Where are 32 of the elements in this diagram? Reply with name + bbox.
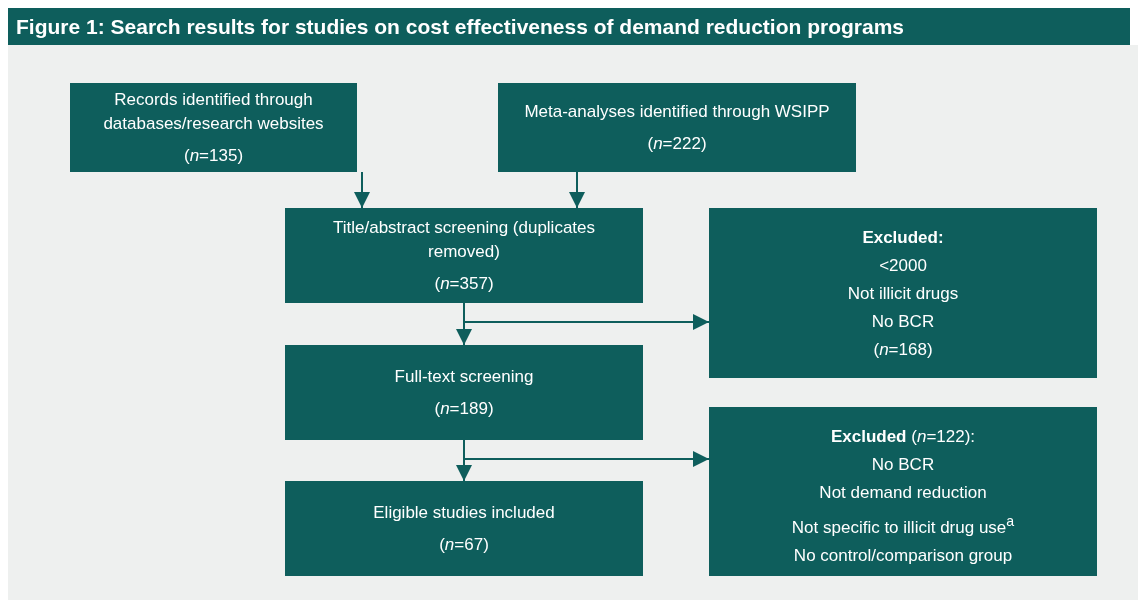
box-text: No BCR bbox=[871, 454, 935, 476]
arrow bbox=[463, 302, 710, 330]
process-box bbox=[498, 83, 856, 172]
box-text: Not demand reduction bbox=[819, 482, 987, 504]
count-label: (n=67) bbox=[439, 533, 489, 556]
box-text: No BCR bbox=[871, 311, 935, 333]
box-text: <2000 bbox=[879, 255, 927, 277]
box-text: Title/abstract screening (duplicates removed) bbox=[331, 216, 597, 263]
arrow bbox=[354, 171, 370, 209]
box-text: Records identified through databases/research websites bbox=[102, 88, 325, 135]
box-text: (n=168) bbox=[873, 339, 933, 361]
count-label: (n=357) bbox=[434, 272, 494, 295]
box-text: Not illicit drugs bbox=[847, 283, 959, 305]
box-heading: Excluded: bbox=[862, 227, 944, 249]
count-label: (n=135) bbox=[183, 144, 244, 167]
process-box bbox=[70, 83, 357, 172]
box-text: Eligible studies included bbox=[373, 501, 555, 524]
arrow bbox=[569, 171, 585, 209]
box-text: Full-text screening bbox=[394, 365, 534, 388]
exclusion-box bbox=[709, 407, 1097, 576]
process-box bbox=[285, 208, 643, 303]
count-label: (n=222) bbox=[647, 132, 707, 155]
box-heading: Excluded (n=122): bbox=[830, 426, 976, 448]
figure-title: Figure 1: Search results for studies on cost effectiveness of demand reduction programs bbox=[8, 8, 1130, 45]
process-box bbox=[285, 481, 643, 576]
count-label: (n=189) bbox=[434, 397, 494, 420]
process-box bbox=[285, 345, 643, 440]
arrow bbox=[463, 439, 710, 467]
box-text: No control/comparison group bbox=[793, 544, 1013, 567]
box-text: Meta-analyses identified through WSIPP bbox=[524, 100, 830, 123]
exclusion-box bbox=[709, 208, 1097, 378]
box-text: Not specific to illicit drug use$^{a}$ bbox=[791, 512, 1015, 539]
